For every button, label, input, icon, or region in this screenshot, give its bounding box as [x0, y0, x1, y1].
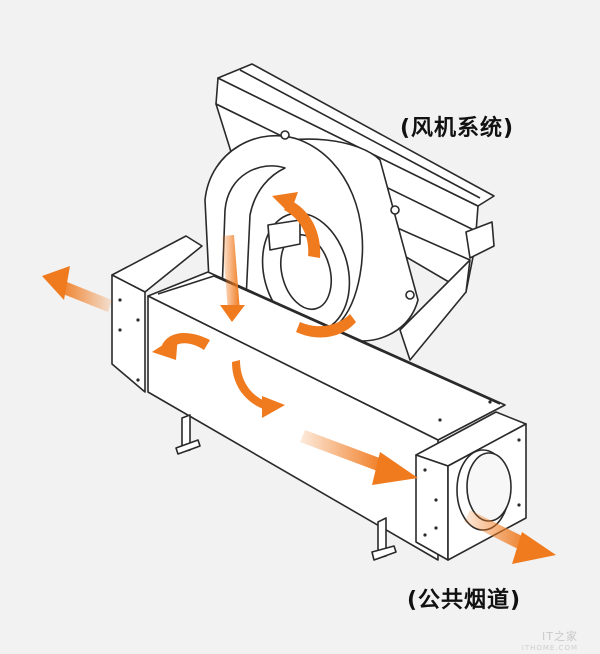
watermark-logo: IT之家 [542, 630, 578, 643]
airflow-arrow-fan-swirl [220, 192, 356, 338]
watermark-domain: ITHOME.COM [521, 644, 578, 652]
support-legs [175, 414, 397, 561]
airflow-arrow-front-curve [152, 333, 210, 360]
airflow-arrow-exit [464, 510, 556, 564]
airflow-arrows [42, 192, 556, 564]
airflow-arrow-down-curve [232, 360, 285, 418]
airflow-arrow-left [42, 266, 112, 312]
airflow-arrow-duct [300, 430, 418, 485]
public-flue-label: (公共烟道) [407, 588, 522, 613]
fan-system-label: (风机系统) [400, 116, 515, 141]
